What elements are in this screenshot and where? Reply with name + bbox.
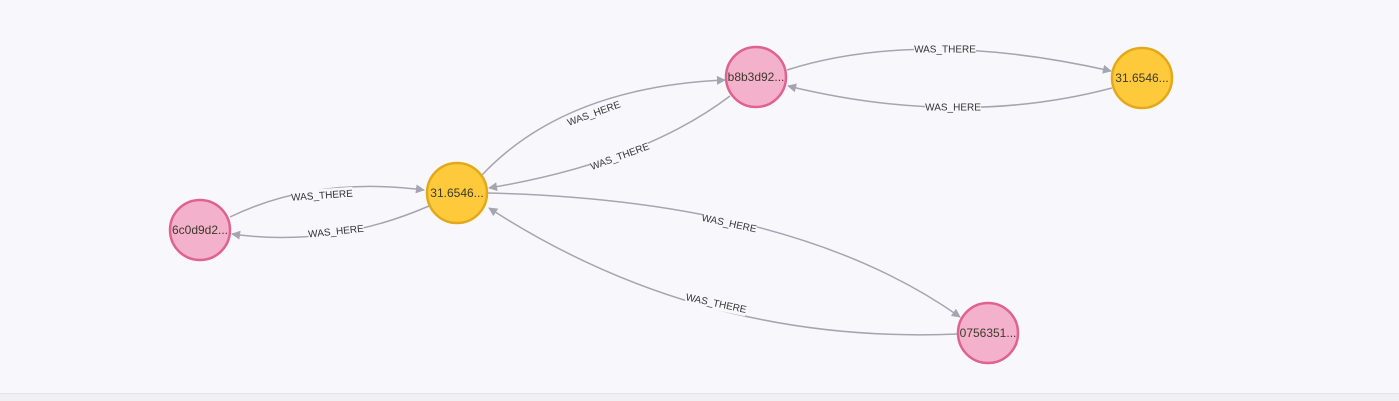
edge-was-there[interactable]: WAS_THERE <box>786 43 1112 74</box>
person-node[interactable]: 6c0d9d2... <box>168 198 232 262</box>
node-circle[interactable] <box>1110 46 1174 110</box>
edge-label-background <box>914 43 976 56</box>
edge-was-there[interactable]: WAS_THERE <box>229 184 425 218</box>
node-circle[interactable] <box>168 198 232 262</box>
node-label: b8b3d92... <box>728 70 785 84</box>
edge-label-background <box>307 222 365 241</box>
edge-label-background <box>565 97 623 130</box>
edge-label: WAS_HERE <box>925 103 981 114</box>
edge-was-here[interactable]: WAS_HERE <box>231 205 430 241</box>
edge-label-background <box>588 139 652 174</box>
edge-label: WAS_THERE <box>685 292 748 316</box>
edge-label-background <box>684 290 748 317</box>
edge-label: WAS_THERE <box>914 45 976 56</box>
edge-label-background <box>925 101 981 114</box>
edge-line[interactable] <box>481 75 726 176</box>
nodes-layer: 6c0d9d2... 31.6546... b8b3d92... 31.6546...… <box>168 45 1174 365</box>
node-circle[interactable] <box>956 301 1020 365</box>
node-label: 6c0d9d2... <box>172 223 228 237</box>
edge-line[interactable] <box>486 192 961 318</box>
location-node[interactable]: 31.6546... <box>1110 46 1174 110</box>
node-circle[interactable] <box>425 161 489 225</box>
edges-layer: WAS_THERE WAS_HERE WAS_HERE WAS_THERE WAS_TH… <box>229 43 1113 336</box>
node-label: 0756351... <box>960 326 1017 340</box>
person-node[interactable]: 0756351... <box>956 301 1020 365</box>
node-circle[interactable] <box>724 45 788 109</box>
edge-label: WAS_THERE <box>589 141 651 173</box>
person-node[interactable]: b8b3d92... <box>724 45 788 109</box>
bottom-status-strip <box>0 393 1399 401</box>
edge-label: WAS_THERE <box>291 188 354 203</box>
edge-label-background <box>700 211 758 236</box>
edge-label-background <box>290 186 354 205</box>
edge-was-here[interactable]: WAS_HERE <box>787 83 1113 114</box>
node-label: 31.6546... <box>1115 71 1168 85</box>
edge-label: WAS_HERE <box>701 213 758 235</box>
node-label: 31.6546... <box>430 186 483 200</box>
edge-was-here[interactable]: WAS_HERE <box>486 192 961 318</box>
location-node[interactable]: 31.6546... <box>425 161 489 225</box>
